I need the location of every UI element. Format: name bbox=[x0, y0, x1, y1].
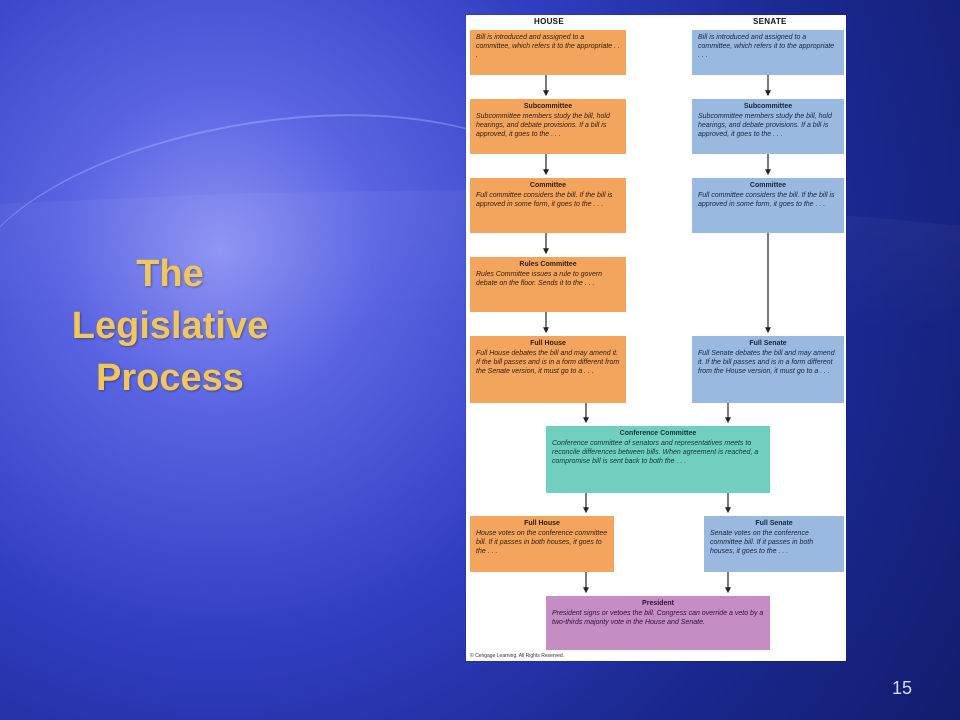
president-box: President President signs or vetoes the … bbox=[546, 596, 770, 650]
senate-subcommittee-box: Subcommittee Subcommittee members study … bbox=[692, 99, 844, 154]
senate-introduction-box: Bill is introduced and assigned to a com… bbox=[692, 30, 844, 75]
house-committee-box: Committee Full committee considers the b… bbox=[470, 178, 626, 233]
house-committee-title: Committee bbox=[529, 182, 567, 189]
president-text: President signs or vetoes the bill. Cong… bbox=[552, 610, 764, 626]
senate-subcommittee-text: Subcommittee members study the bill, hol… bbox=[698, 113, 832, 138]
senate-vote-text: Senate votes on the conference committee… bbox=[710, 530, 814, 555]
copyright-notice: © Cengage Learning. All Rights Reserved. bbox=[470, 653, 565, 659]
rules-committee-title: Rules Committee bbox=[519, 261, 577, 268]
full-house-text: Full House debates the bill and may amen… bbox=[476, 350, 620, 375]
house-subcommittee-box: Subcommittee Subcommittee members study … bbox=[470, 99, 626, 154]
senate-introduction-text: Bill is introduced and assigned to a com… bbox=[698, 34, 835, 59]
house-column-header: HOUSE bbox=[534, 17, 564, 26]
conference-committee-box: Conference Committee Conference committe… bbox=[546, 426, 770, 493]
title-line-3: Process bbox=[96, 357, 244, 399]
full-senate-box: Full Senate Full Senate debates the bill… bbox=[692, 336, 844, 403]
president-title: President bbox=[642, 600, 674, 607]
slide-number: 15 bbox=[891, 678, 912, 698]
house-introduction-text: Bill is introduced and assigned to a com… bbox=[476, 34, 620, 59]
rules-committee-text: Rules Committee issues a rule to govern … bbox=[476, 271, 603, 287]
senate-vote-title: Full Senate bbox=[755, 520, 793, 527]
senate-committee-title: Committee bbox=[749, 182, 787, 189]
house-subcommittee-title: Subcommittee bbox=[523, 103, 573, 110]
house-subcommittee-text: Subcommittee members study the bill, hol… bbox=[476, 113, 610, 138]
title-line-1: The bbox=[136, 253, 204, 295]
house-vote-box: Full House House votes on the conference… bbox=[470, 516, 614, 572]
house-vote-text: House votes on the conference committee … bbox=[476, 530, 608, 555]
house-committee-text: Full committee considers the bill. If th… bbox=[476, 192, 613, 208]
senate-committee-text: Full committee considers the bill. If th… bbox=[698, 192, 835, 208]
conference-committee-text: Conference committee of senators and rep… bbox=[552, 440, 759, 465]
slide-title: The Legislative Process bbox=[40, 248, 300, 404]
rules-committee-box: Rules Committee Rules Committee issues a… bbox=[470, 257, 626, 312]
senate-subcommittee-title: Subcommittee bbox=[743, 103, 793, 110]
legislative-flowchart: HOUSE SENATE Bill is introduced and assi… bbox=[466, 15, 846, 661]
house-vote-title: Full House bbox=[524, 520, 560, 527]
full-house-box: Full House Full House debates the bill a… bbox=[470, 336, 626, 403]
title-line-2: Legislative bbox=[71, 305, 269, 347]
full-house-title: Full House bbox=[530, 340, 566, 347]
senate-committee-box: Committee Full committee considers the b… bbox=[692, 178, 844, 233]
senate-column-header: SENATE bbox=[753, 17, 787, 26]
conference-committee-title: Conference Committee bbox=[619, 430, 697, 437]
house-introduction-box: Bill is introduced and assigned to a com… bbox=[470, 30, 626, 75]
senate-vote-box: Full Senate Senate votes on the conferen… bbox=[704, 516, 844, 572]
full-senate-text: Full Senate debates the bill and may ame… bbox=[698, 350, 835, 375]
full-senate-title: Full Senate bbox=[749, 340, 787, 347]
